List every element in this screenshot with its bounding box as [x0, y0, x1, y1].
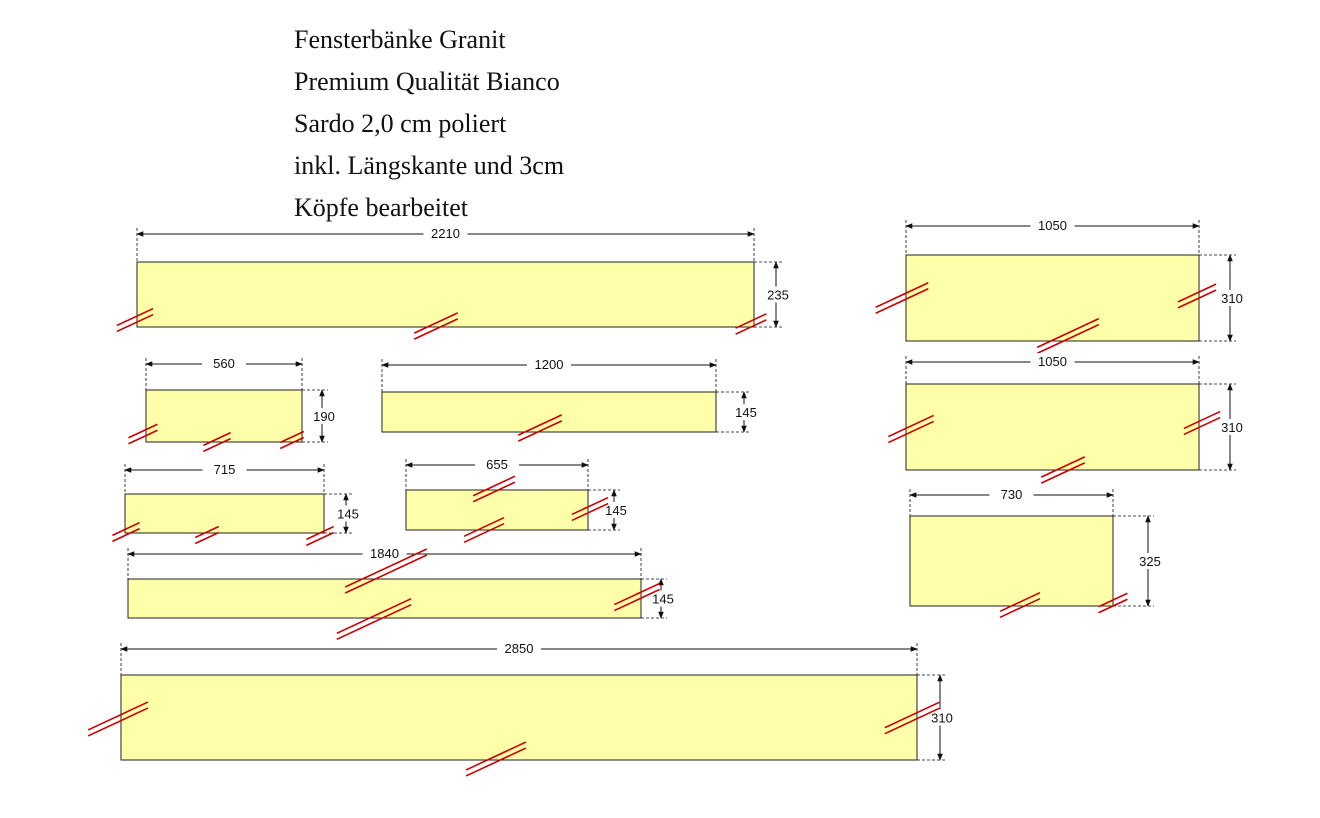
panel-1050x310-a-shape	[905, 254, 1200, 342]
panel-730x325-shape	[909, 515, 1114, 607]
panel-1050x310-b-depth-label: 310	[1221, 420, 1243, 435]
panel-730x325-edge-mark	[999, 591, 1041, 619]
panel-1840x145-length-label: 1840	[370, 546, 399, 561]
panel-1840x145-length-dimension: 1840	[127, 545, 642, 563]
panel-2850x310-depth-dimension: 310	[928, 674, 956, 761]
panel-560x190-shape	[145, 389, 303, 443]
panel-1200x145-depth-dimension: 145	[732, 391, 760, 433]
panel-715x145-depth-label: 145	[337, 507, 359, 522]
panel-2850x310	[120, 643, 946, 761]
panel-715x145	[124, 464, 352, 534]
panel-655x145-length-label: 655	[486, 457, 508, 472]
panel-715x145-edge-mark	[194, 525, 220, 545]
panel-1050x310-a-depth-label: 310	[1221, 291, 1243, 306]
title-line-2: Premium Qualität Bianco	[294, 67, 560, 96]
panel-1050x310-a-edge-mark	[875, 282, 929, 314]
panel-1840x145-edge-mark	[336, 597, 412, 641]
panel-1200x145-depth-label: 145	[735, 405, 757, 420]
panel-2210x235-length-label: 2210	[431, 226, 460, 241]
panel-560x190-edge-mark	[128, 423, 158, 445]
panel-1050x310-b-length-label: 1050	[1038, 354, 1067, 369]
panel-2850x310-depth-label: 310	[931, 711, 953, 726]
panel-1200x145-shape	[381, 391, 717, 433]
panel-1050x310-a-edge-mark	[1036, 317, 1100, 355]
panel-560x190-depth-dimension: 190	[310, 389, 338, 443]
panel-2210x235-edge-mark	[735, 313, 767, 335]
panel-730x325-edge-mark	[1098, 592, 1128, 614]
panel-2850x310-edge-mark	[884, 701, 940, 735]
panel-655x145-length-dimension: 655	[405, 456, 589, 474]
panel-560x190-edge-mark	[203, 431, 231, 453]
panel-560x190-length-dimension: 560	[145, 355, 303, 373]
panel-1050x310-b-shape	[905, 383, 1200, 471]
panel-715x145-length-label: 715	[214, 462, 236, 477]
panel-1050x310-b-edge-mark	[888, 414, 934, 444]
panel-730x325-length-label: 730	[1001, 487, 1023, 502]
panel-1840x145-edge-mark	[344, 548, 428, 594]
panel-1200x145-length-label: 1200	[535, 357, 564, 372]
title-line-3: Sardo 2,0 cm poliert	[294, 109, 507, 138]
panel-1050x310-a-edge-mark	[1177, 283, 1217, 309]
panel-1840x145-depth-label: 145	[652, 592, 674, 607]
title-line-4: inkl. Längskante und 3cm	[294, 151, 565, 180]
panel-560x190-length-label: 560	[213, 356, 235, 371]
panel-655x145-edge-mark	[463, 516, 505, 544]
panel-1050x310-b-edge-mark	[1040, 456, 1086, 484]
title-line-1: Fensterbänke Granit	[294, 25, 506, 54]
panel-655x145-depth-dimension: 145	[602, 489, 630, 531]
panel-2210x235-depth-label: 235	[767, 288, 789, 303]
panel-1200x145	[381, 359, 750, 433]
panel-715x145-length-dimension: 715	[124, 461, 325, 479]
panel-2210x235-shape	[136, 261, 755, 328]
panel-1050x310-a	[905, 220, 1236, 342]
panel-730x325-depth-label: 325	[1139, 554, 1161, 569]
panel-1840x145-shape	[127, 578, 642, 619]
panel-2850x310-edge-mark	[465, 741, 527, 777]
title-line-5: Köpfe bearbeitet	[294, 193, 468, 222]
panel-1840x145-edge-mark	[614, 582, 660, 612]
panel-1050x310-b-edge-mark	[1183, 410, 1221, 436]
panel-715x145-edge-mark	[306, 525, 334, 547]
panel-730x325-depth-dimension: 325	[1136, 515, 1164, 607]
panel-715x145-edge-mark	[112, 521, 140, 543]
panel-730x325-length-dimension: 730	[909, 486, 1114, 504]
panel-715x145-depth-dimension: 145	[334, 493, 362, 534]
panel-560x190	[145, 358, 328, 443]
panel-655x145-shape	[405, 489, 589, 531]
panel-1050x310-b-length-dimension: 1050	[905, 353, 1200, 371]
title-block: Fensterbänke Granit Premium Qualität Bia…	[294, 24, 564, 234]
panel-730x325	[909, 489, 1154, 607]
panel-1840x145-depth-dimension: 145	[649, 578, 677, 619]
panel-2850x310-length-dimension: 2850	[120, 640, 918, 658]
panel-560x190-edge-mark	[279, 430, 305, 450]
panel-655x145-depth-label: 145	[605, 503, 627, 518]
panel-2850x310-edge-mark	[87, 701, 149, 737]
panel-1200x145-edge-mark	[517, 414, 563, 442]
panel-655x145-edge-mark	[472, 475, 516, 503]
panel-560x190-depth-label: 190	[313, 409, 335, 424]
panel-2850x310-length-label: 2850	[505, 641, 534, 656]
panel-2850x310-shape	[120, 674, 918, 761]
panel-715x145-shape	[124, 493, 325, 534]
panel-1050x310-a-length-dimension: 1050	[905, 217, 1200, 235]
panel-2210x235-edge-mark	[116, 307, 154, 333]
panel-1050x310-b	[905, 356, 1236, 471]
panel-1050x310-a-length-label: 1050	[1038, 218, 1067, 233]
panel-1050x310-a-depth-dimension: 310	[1218, 254, 1246, 342]
panel-2210x235-length-dimension: 2210	[136, 225, 755, 243]
panel-1200x145-length-dimension: 1200	[381, 356, 717, 374]
panel-655x145-edge-mark	[571, 496, 609, 522]
panel-655x145	[405, 459, 620, 531]
panel-2210x235-edge-mark	[413, 312, 459, 340]
panel-1050x310-b-depth-dimension: 310	[1218, 383, 1246, 471]
panel-2210x235-depth-dimension: 235	[764, 261, 792, 328]
panel-2210x235	[136, 228, 782, 328]
